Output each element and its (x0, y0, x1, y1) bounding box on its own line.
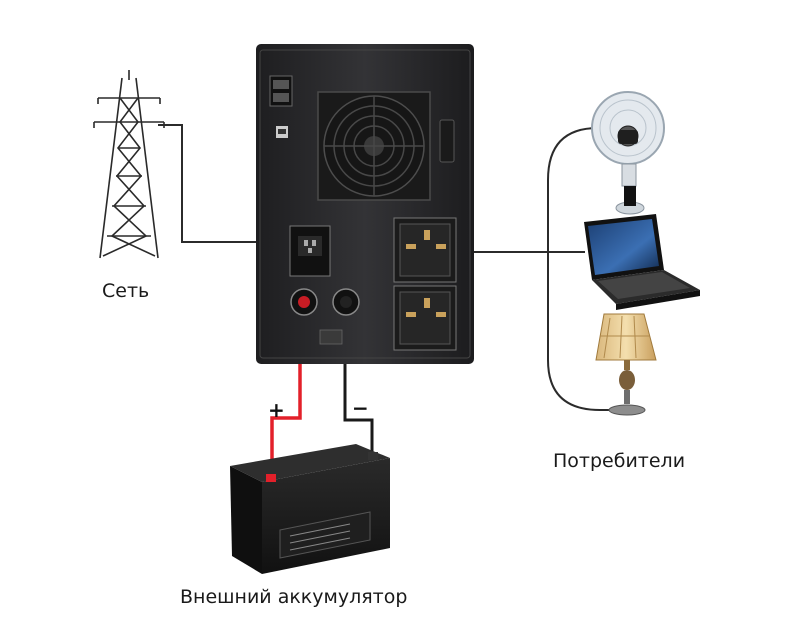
battery-icon (230, 444, 390, 574)
lamp-icon (595, 313, 657, 416)
fan-icon (591, 91, 665, 215)
minus-sign: − (352, 396, 369, 420)
plus-sign: + (268, 398, 285, 422)
battery-label: Внешний аккумулятор (180, 586, 408, 608)
power-tower-icon (93, 70, 165, 259)
grid-label: Сеть (102, 280, 150, 302)
ups-unit (256, 44, 474, 364)
negative-cable (343, 312, 374, 452)
grid-cable (158, 124, 292, 243)
consumer-bus-cable (547, 127, 612, 411)
consumers-label: Потребители (553, 450, 686, 472)
laptop-icon (584, 214, 700, 310)
positive-cable (270, 312, 302, 478)
